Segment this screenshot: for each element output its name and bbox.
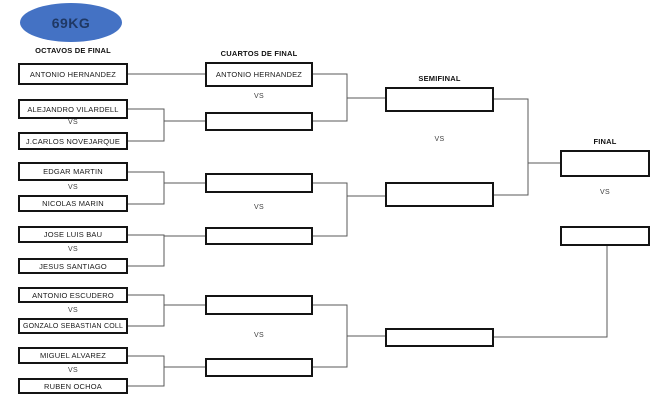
player-box-antonio-hernandez: ANTONIO HERNANDEZ bbox=[18, 63, 128, 85]
round-header-final: FINAL bbox=[593, 137, 617, 146]
semifinal-box-empty bbox=[385, 328, 494, 347]
final-box-empty bbox=[560, 226, 650, 246]
quarterfinal-box-empty bbox=[205, 227, 313, 245]
quarterfinal-box-empty bbox=[205, 112, 313, 131]
player-box-gonzalo-sebastian-coll: GONZALO SEBASTIAN COLL bbox=[18, 318, 128, 334]
player-box-alejandro-vilardell: ALEJANDRO VILARDELL bbox=[18, 99, 128, 119]
match-vs-label: VS bbox=[68, 184, 78, 191]
player-box-miguel-alvarez: MIGUEL ALVAREZ bbox=[18, 347, 128, 364]
connector-line bbox=[127, 355, 165, 387]
connector-line bbox=[127, 171, 165, 205]
connector-line bbox=[313, 182, 348, 237]
connector-line bbox=[313, 304, 348, 368]
connector-line bbox=[493, 246, 608, 338]
player-box-ruben-ochoa: RUBEN OCHOA bbox=[18, 378, 128, 394]
match-vs-label: VS bbox=[68, 119, 78, 126]
connector-line bbox=[494, 98, 529, 196]
connector-line bbox=[127, 108, 165, 142]
player-box-antonio-escudero: ANTONIO ESCUDERO bbox=[18, 287, 128, 303]
player-box-jcarlos-novejarque: J.CARLOS NOVEJARQUE bbox=[18, 132, 128, 150]
final-box-empty bbox=[560, 150, 650, 177]
match-vs-label: VS bbox=[254, 332, 264, 339]
quarterfinal-box-antonio-hernandez: ANTONIO HERNANDEZ bbox=[205, 62, 313, 87]
connector-line bbox=[313, 73, 348, 122]
match-vs-label: VS bbox=[434, 136, 445, 143]
semifinal-box-empty bbox=[385, 182, 494, 207]
semifinal-box-empty bbox=[385, 87, 494, 112]
player-box-jose-luis-bau: JOSE LUIS BAU bbox=[18, 226, 128, 243]
round-header-cuartos: CUARTOS DE FINAL bbox=[220, 49, 298, 58]
connector-line bbox=[127, 234, 165, 267]
match-vs-label: VS bbox=[254, 93, 264, 100]
round-header-semifinal: SEMIFINAL bbox=[418, 74, 461, 83]
match-vs-label: VS bbox=[68, 367, 78, 374]
quarterfinal-box-empty bbox=[205, 358, 313, 377]
quarterfinal-box-empty bbox=[205, 173, 313, 193]
quarterfinal-box-empty bbox=[205, 295, 313, 315]
match-vs-label: VS bbox=[68, 246, 78, 253]
connector-line bbox=[127, 294, 165, 327]
weight-class-badge: 69KG bbox=[20, 3, 122, 42]
round-header-octavos: OCTAVOS DE FINAL bbox=[35, 46, 111, 55]
player-box-nicolas-marin: NICOLAS MARIN bbox=[18, 195, 128, 212]
match-vs-label: VS bbox=[600, 189, 610, 196]
match-vs-label: VS bbox=[68, 307, 78, 314]
match-vs-label: VS bbox=[254, 204, 264, 211]
player-box-jesus-santiago: JESUS SANTIAGO bbox=[18, 258, 128, 274]
player-box-edgar-martin: EDGAR MARTIN bbox=[18, 162, 128, 181]
